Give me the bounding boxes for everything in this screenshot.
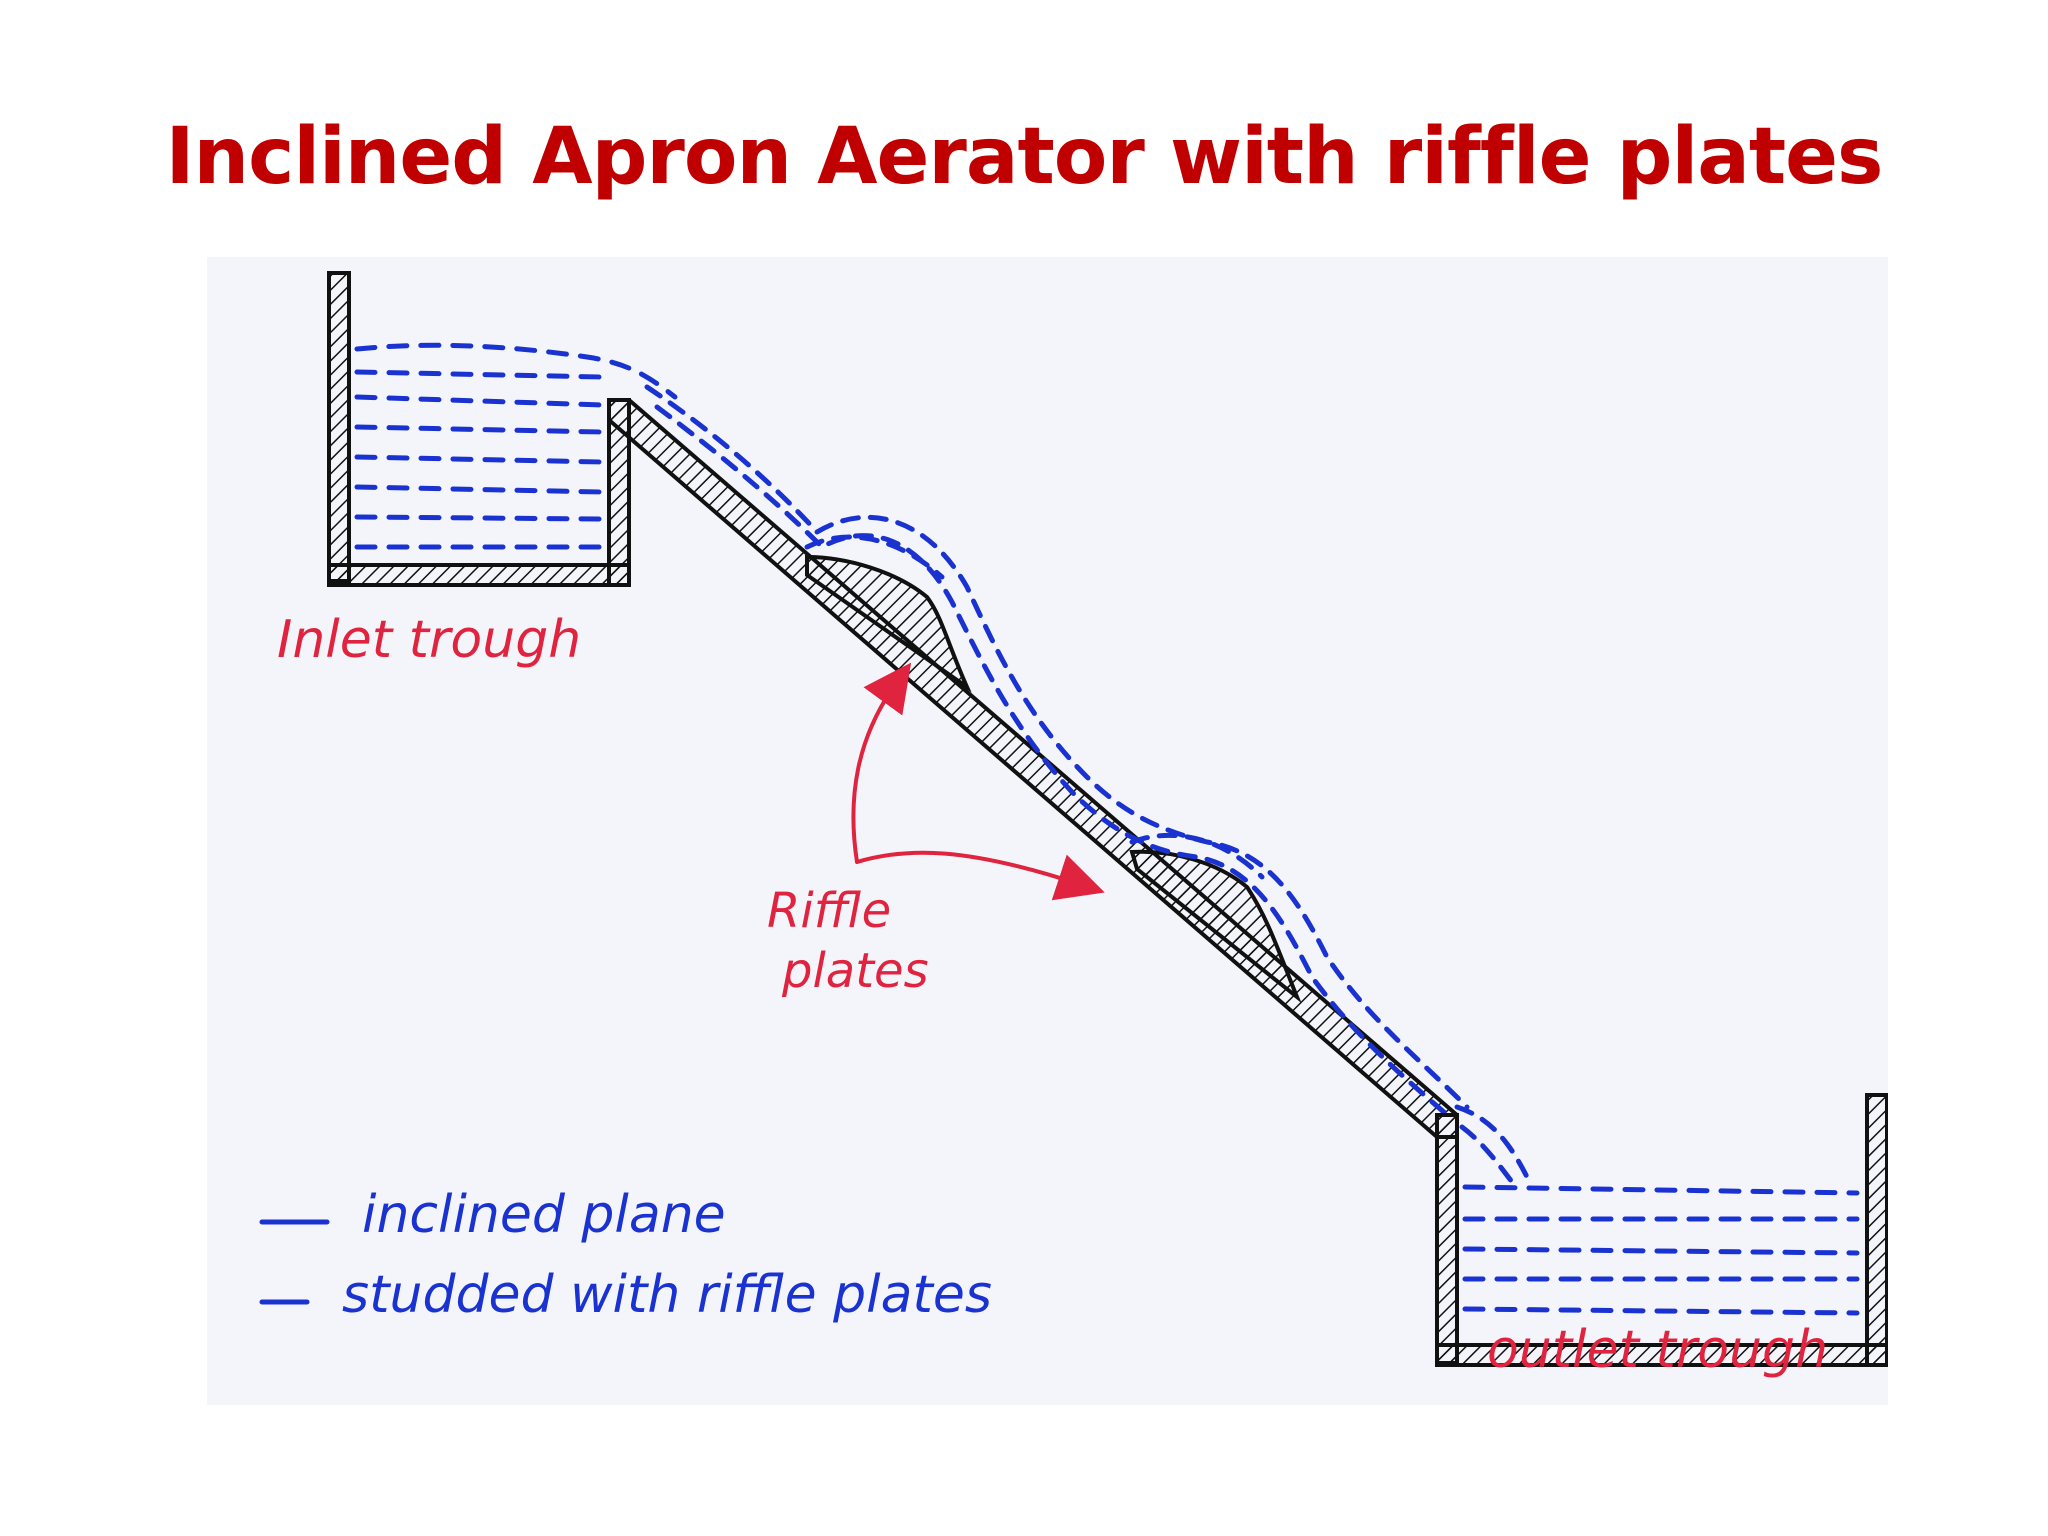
inlet-trough-label: Inlet trough bbox=[277, 610, 581, 670]
slide-title: Inclined Apron Aerator with riffle plate… bbox=[165, 112, 1884, 202]
inlet-trough bbox=[327, 271, 631, 587]
riffle-plate-1 bbox=[805, 554, 972, 693]
note-studded-riffle-plates: studded with riffle plates bbox=[259, 1265, 992, 1325]
note-inclined-plane: inclined plane bbox=[259, 1185, 726, 1245]
outlet-water bbox=[1462, 1184, 1860, 1316]
riffle-plates-label-line2: plates bbox=[781, 943, 929, 999]
outlet-trough-label: outlet trough bbox=[1487, 1320, 1828, 1380]
riffle-plates-label-line1: Riffle bbox=[767, 883, 891, 939]
note-inclined-plane-text: inclined plane bbox=[362, 1185, 726, 1245]
inclined-plane bbox=[607, 398, 1459, 1139]
outlet-trough bbox=[1435, 1093, 1888, 1367]
aerator-diagram: Inlet trough Riffle plates outlet trough… bbox=[207, 257, 1888, 1405]
riffle-annotation-arrows bbox=[851, 662, 1105, 901]
note-studded-text: studded with riffle plates bbox=[342, 1265, 992, 1325]
inlet-water bbox=[354, 342, 678, 550]
aerator-sketch: Inlet trough Riffle plates outlet trough… bbox=[259, 271, 1888, 1380]
flowing-water bbox=[644, 384, 1530, 1185]
riffle-plate-2 bbox=[1129, 849, 1302, 1004]
